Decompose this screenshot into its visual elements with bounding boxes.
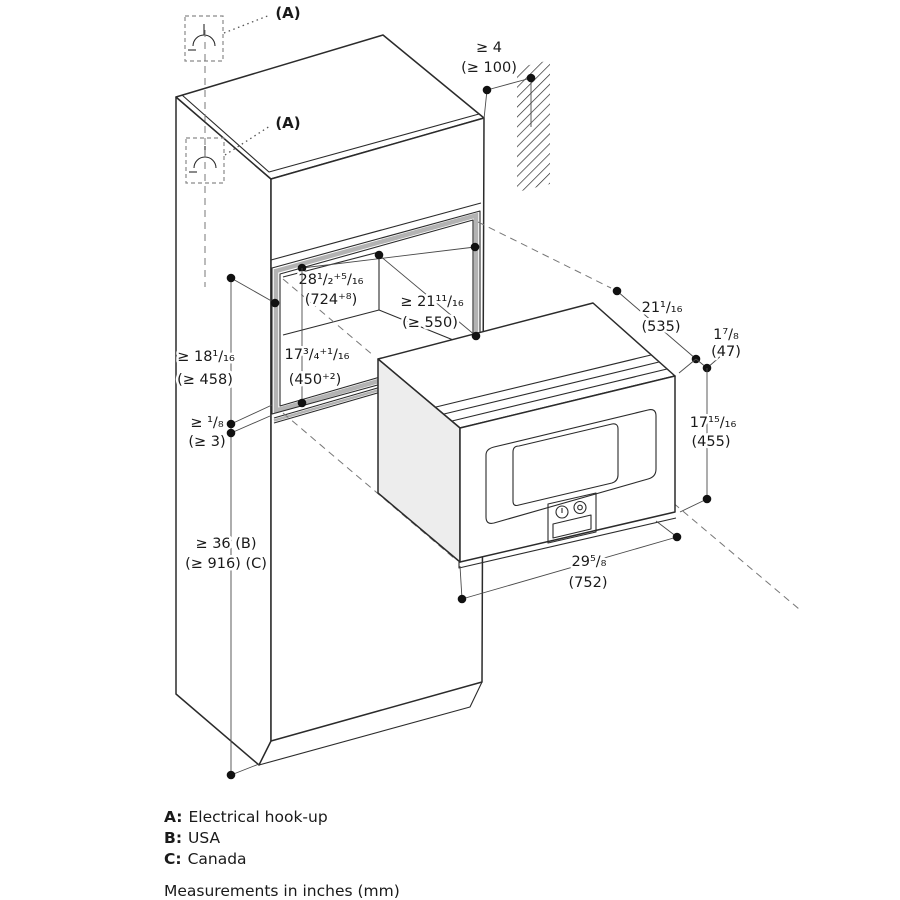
wall-hatch — [517, 60, 550, 192]
dim-oven-depth: 21¹/₁₆ (535) — [612, 286, 701, 374]
legend-item-b: B:USA — [164, 829, 220, 847]
oven-door-window — [485, 409, 657, 524]
svg-text:≥ 4: ≥ 4 — [476, 40, 502, 56]
dim-wall-clearance: ≥ 4 (≥ 100) — [459, 38, 536, 127]
electrical-outlet-1 — [184, 14, 271, 62]
svg-text:(535): (535) — [642, 319, 681, 335]
svg-text:(47): (47) — [711, 344, 741, 360]
dim-niche-depth: ≥ 21¹¹/₁₆ (≥ 550) — [374, 250, 481, 341]
cabinet-left-side-face — [175, 96, 272, 766]
svg-text:(752): (752) — [569, 575, 608, 591]
callout-a-top: (A) — [275, 4, 300, 22]
dim-oven-height: 17¹⁵/₁₆ (455) — [679, 368, 739, 513]
svg-text:29⁵/₈: 29⁵/₈ — [572, 554, 607, 570]
appliance-oven — [377, 302, 677, 569]
cabinet-base — [258, 681, 483, 766]
dim-oven-width: 29⁵/₈ (752) — [457, 520, 682, 604]
outlet-icon — [188, 24, 216, 51]
svg-text:(724⁺⁸): (724⁺⁸) — [305, 292, 357, 308]
svg-text:1⁷/₈: 1⁷/₈ — [713, 327, 739, 343]
legend: A:Electrical hook-up B:USA C:Canada Meas… — [164, 808, 400, 900]
svg-text:(455): (455) — [692, 434, 731, 450]
oven-control-panel — [547, 492, 597, 544]
svg-text:21¹/₁₆: 21¹/₁₆ — [642, 300, 683, 316]
svg-text:(≥ 550): (≥ 550) — [402, 315, 458, 331]
svg-text:28¹/₂⁺⁵/₁₆: 28¹/₂⁺⁵/₁₆ — [299, 272, 364, 288]
svg-text:≥ 21¹¹/₁₆: ≥ 21¹¹/₁₆ — [400, 294, 464, 310]
callout-a-mid: (A) — [275, 114, 300, 132]
dim-door-front: 1⁷/₈ (47) — [695, 325, 743, 373]
dim-floor-height: ≥ 36 (B) — [195, 536, 256, 552]
legend-item-a: A:Electrical hook-up — [164, 808, 328, 826]
svg-text:(≥ 458): (≥ 458) — [177, 372, 233, 388]
svg-text:(≥ 916) (C): (≥ 916) (C) — [185, 556, 267, 572]
legend-item-c: C:Canada — [164, 850, 247, 868]
svg-text:(450⁺²): (450⁺²) — [289, 372, 341, 388]
dim-bottom-gap: ≥ ¹/₈ — [190, 415, 223, 431]
svg-text:(≥ 3): (≥ 3) — [188, 434, 225, 450]
svg-text:(≥ 100): (≥ 100) — [461, 60, 517, 76]
dim-left-chain: ≥ 18¹/₁₆ (≥ 458) ≥ ¹/₈ (≥ 3) ≥ 36 (B) (≥… — [175, 273, 280, 780]
svg-text:17³/₄⁺¹/₁₆: 17³/₄⁺¹/₁₆ — [285, 347, 350, 363]
knob-right-icon — [573, 500, 587, 515]
dim-clearance-left: ≥ 18¹/₁₆ — [177, 349, 235, 365]
dim-niche-width: 28¹/₂⁺⁵/₁₆ (724⁺⁸) — [296, 242, 480, 311]
svg-text:17¹⁵/₁₆: 17¹⁵/₁₆ — [690, 415, 737, 431]
oven-door-frame-stack — [435, 354, 668, 422]
knob-left-icon — [555, 505, 569, 519]
oven-door-front-face — [459, 375, 676, 563]
measurements-note: Measurements in inches (mm) — [164, 882, 400, 900]
dim-niche-height: 17³/₄⁺¹/₁₆ (450⁺²) — [282, 268, 352, 408]
